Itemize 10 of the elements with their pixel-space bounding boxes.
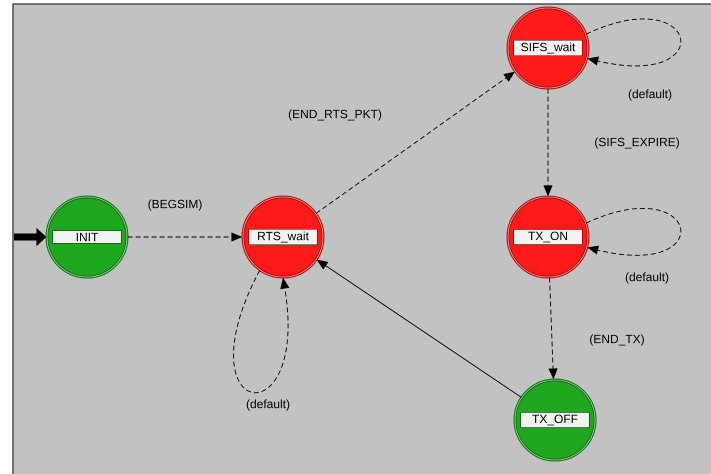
edge-label: (default) — [627, 88, 674, 102]
self-loop-arrow — [586, 208, 681, 256]
edge-label: (END_RTS_PKT) — [287, 108, 383, 122]
self-loop-arrow — [233, 270, 290, 393]
edge-label: (SIFS_EXPIRE) — [593, 136, 681, 150]
edge-label: (BEGSIM) — [146, 198, 204, 212]
edge-label: (default) — [245, 398, 292, 412]
edge-label: (default) — [624, 271, 670, 285]
edge-label: (END_TX) — [588, 333, 646, 347]
self-loop-arrow — [586, 18, 681, 66]
